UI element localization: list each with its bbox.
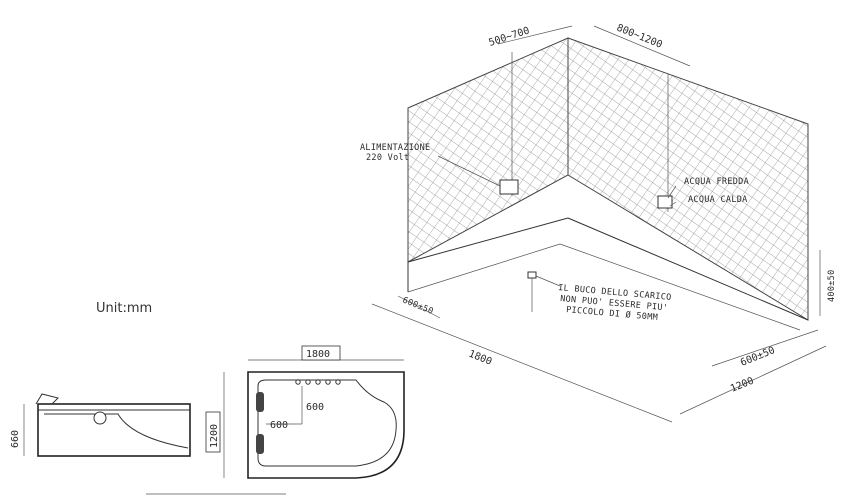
hot-water-label: ACQUA CALDA — [688, 195, 748, 205]
floor-line-left — [407, 217, 569, 263]
water-box — [657, 195, 673, 209]
top-view-tub-inner — [257, 379, 397, 467]
side-view: 660 — [10, 393, 191, 457]
jet-icon — [315, 379, 321, 385]
inner-dim-b-text: 600 — [270, 420, 288, 431]
dim-drain-depth-line — [711, 329, 819, 367]
inner-dim-a-text: 600 — [306, 402, 324, 413]
power-box — [499, 179, 519, 195]
top-view-tub-outline — [247, 371, 405, 479]
headrest-top-icon — [256, 392, 264, 412]
drain-hole — [527, 271, 537, 279]
cold-water-label: ACQUA FREDDA — [684, 177, 749, 187]
dim-width-line — [679, 345, 827, 415]
jet-icon — [325, 379, 331, 385]
left-wall — [407, 37, 569, 263]
wall-perspective: 500~700 800~1200 ALIMENTAZIONE 220 Volt … — [360, 23, 837, 423]
dim-length-text: 1800 — [467, 349, 493, 368]
dim-drain-depth-text: 600±50 — [739, 345, 777, 369]
dim-top-left-line — [497, 25, 573, 45]
top-view: 1800 600 600 1200 — [205, 345, 405, 479]
dim-top-right-line — [593, 25, 691, 67]
power-label-2: 220 Volt — [366, 153, 409, 163]
floor-edge-a — [407, 243, 561, 293]
side-view-height-text: 660 — [10, 430, 21, 448]
dim-drain-offset-line — [397, 295, 441, 319]
jets-row — [295, 379, 341, 385]
side-view-pillow-icon — [93, 411, 107, 425]
dim-top-left-text: 500~700 — [488, 25, 531, 48]
side-view-basin — [44, 413, 189, 449]
top-view-length-text: 1800 — [306, 349, 330, 360]
power-leader — [437, 155, 501, 187]
floor-line-right — [567, 217, 809, 321]
top-view-dim-width-box — [205, 411, 221, 453]
side-view-body — [37, 403, 191, 457]
top-view-width-text: 1200 — [209, 424, 220, 448]
top-view-dim-length-box — [301, 345, 341, 361]
dim-width-text: 1200 — [729, 376, 755, 395]
floor-edge-b — [559, 243, 801, 331]
drain-leader — [535, 275, 561, 287]
dim-length-line — [371, 303, 673, 423]
cold-water-leader — [667, 185, 677, 199]
power-label-1: ALIMENTAZIONE — [360, 143, 430, 153]
jet-icon — [295, 379, 301, 385]
dim-drain-offset-text: 600±50 — [401, 296, 435, 317]
dim-wall-height-text: 400±50 — [827, 269, 837, 302]
headrest-bottom-icon — [256, 434, 264, 454]
unit-label: Unit:mm — [96, 301, 152, 316]
jet-icon — [335, 379, 341, 385]
dim-top-right-text: 800~1200 — [615, 23, 664, 51]
hot-water-leader — [669, 201, 677, 207]
jet-icon — [305, 379, 311, 385]
side-view-headrest — [35, 393, 59, 405]
